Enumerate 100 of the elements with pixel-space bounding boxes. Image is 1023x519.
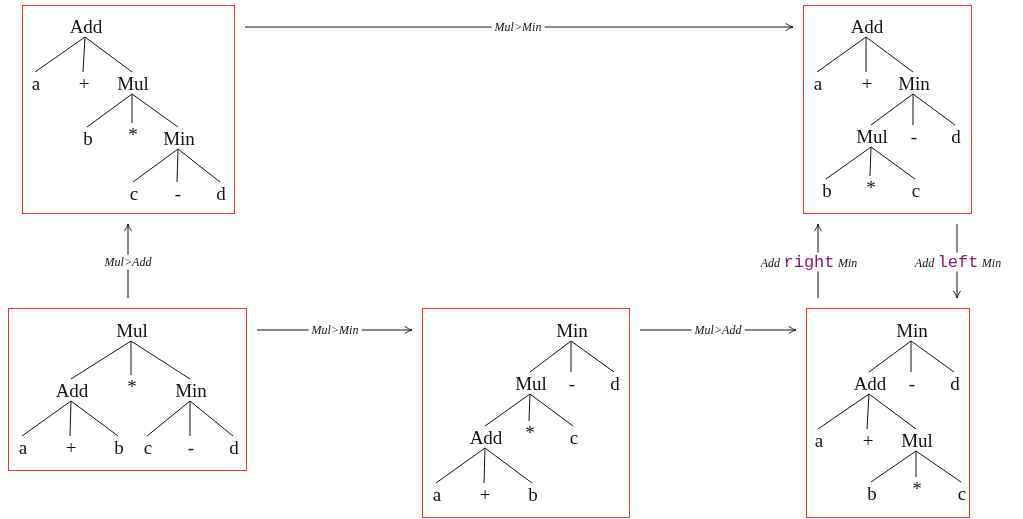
- tree-node-label: Add: [55, 380, 89, 402]
- tree-node-label: -: [568, 373, 576, 395]
- tree-node-label: c: [569, 427, 579, 449]
- tree-branch-line: [865, 36, 914, 73]
- tree-node-label: a: [31, 73, 41, 95]
- tree-node-label: Mul: [116, 320, 148, 342]
- tree-branch-line: [870, 450, 917, 483]
- tree-node-label: b: [528, 484, 538, 506]
- tree-branch-line: [484, 447, 533, 484]
- tree-node-label: a: [18, 437, 28, 459]
- tree-node-label: Add: [853, 373, 887, 395]
- tree-node-label: b: [114, 437, 124, 459]
- tree-node-label: -: [910, 126, 918, 148]
- tree-node-label: +: [65, 437, 77, 459]
- tree-branch-line: [177, 148, 221, 183]
- edge-label: Mul>Add: [101, 254, 155, 270]
- tree-branch-line: [484, 393, 531, 427]
- tree-branch-line: [130, 340, 191, 380]
- tree-branch-line: [570, 340, 572, 373]
- tree-branch-line: [570, 340, 615, 373]
- tree-branch-line: [131, 93, 133, 124]
- tree-node-label: b: [867, 483, 877, 505]
- tree-node-label: *: [127, 376, 137, 398]
- tree-node-label: c: [143, 437, 153, 459]
- tree-node-label: +: [479, 484, 491, 506]
- tree-box: [806, 308, 970, 518]
- tree-branch-line: [146, 400, 191, 437]
- tree-branch-line: [868, 340, 912, 373]
- tree-node-label: +: [78, 73, 90, 95]
- tree-branch-line: [483, 447, 486, 484]
- tree-branch-line: [70, 340, 132, 380]
- tree-node-label: *: [128, 124, 138, 146]
- tree-branch-line: [866, 393, 870, 430]
- tree-branch-line: [910, 340, 955, 373]
- tree-node-label: -: [908, 373, 916, 395]
- tree-branch-line: [176, 148, 179, 183]
- tree-branch-line: [912, 93, 914, 126]
- tree-branch-line: [915, 450, 917, 478]
- tree-node-label: Add: [69, 16, 103, 38]
- tree-node-label: d: [610, 373, 620, 395]
- tree-node-label: +: [861, 73, 873, 95]
- tree-node-label: Min: [163, 128, 195, 150]
- tree-node-label: c: [911, 180, 921, 202]
- tree-branch-line: [825, 146, 872, 180]
- tree-branch-line: [435, 447, 486, 484]
- tree-branch-line: [84, 36, 133, 73]
- tree-box: [8, 308, 247, 471]
- tree-branch-line: [34, 36, 86, 73]
- tree-box: [803, 5, 972, 214]
- tree-node-label: Mul: [901, 430, 933, 452]
- tree-branch-line: [910, 340, 912, 373]
- tree-branch-line: [870, 93, 914, 126]
- tree-node-label: d: [216, 183, 226, 205]
- tree-branch-line: [869, 146, 872, 177]
- tree-branch-line: [132, 148, 179, 183]
- tree-branch-line: [82, 36, 86, 73]
- tree-node-label: Min: [896, 320, 928, 342]
- tree-branch-line: [870, 146, 916, 180]
- tree-branch-line: [130, 340, 132, 376]
- tree-branch-line: [69, 400, 72, 437]
- tree-node-label: d: [229, 437, 239, 459]
- tree-branch-line: [189, 400, 234, 437]
- tree-branch-line: [189, 400, 191, 437]
- tree-branch-line: [21, 400, 72, 437]
- tree-branch-line: [70, 400, 119, 437]
- tree-node-label: -: [187, 437, 195, 459]
- tree-branch-line: [528, 393, 531, 422]
- tree-node-label: Add: [850, 16, 884, 38]
- tree-node-label: c: [957, 483, 967, 505]
- tree-branch-line: [817, 393, 870, 430]
- tree-node-label: d: [951, 126, 961, 148]
- tree-node-label: Min: [898, 73, 930, 95]
- tree-branch-line: [912, 93, 956, 126]
- tree-node-label: -: [174, 183, 182, 205]
- tree-branch-line: [915, 450, 962, 483]
- tree-node-label: a: [814, 430, 824, 452]
- tree-branch-line: [816, 36, 867, 73]
- tree-node-label: b: [83, 128, 93, 150]
- tree-node-label: Add: [469, 427, 503, 449]
- tree-node-label: b: [822, 180, 832, 202]
- tree-node-label: c: [129, 183, 139, 205]
- tree-node-label: d: [950, 373, 960, 395]
- tree-node-label: *: [912, 478, 922, 500]
- tree-branch-line: [529, 393, 574, 427]
- tree-node-label: Min: [556, 320, 588, 342]
- tree-node-label: Mul: [856, 126, 888, 148]
- tree-box: [22, 5, 235, 214]
- tree-branch-line: [86, 93, 133, 128]
- tree-branch-line: [529, 340, 572, 373]
- tree-branch-line: [868, 393, 917, 430]
- tree-node-label: a: [432, 484, 442, 506]
- tree-node-label: Mul: [117, 73, 149, 95]
- tree-node-label: +: [862, 430, 874, 452]
- tree-branch-line: [131, 93, 179, 128]
- tree-branch-line: [865, 36, 867, 73]
- tree-node-label: Mul: [515, 373, 547, 395]
- tree-node-label: Min: [175, 380, 207, 402]
- tree-node-label: *: [525, 422, 535, 444]
- tree-box: [422, 308, 630, 518]
- tree-node-label: *: [866, 177, 876, 199]
